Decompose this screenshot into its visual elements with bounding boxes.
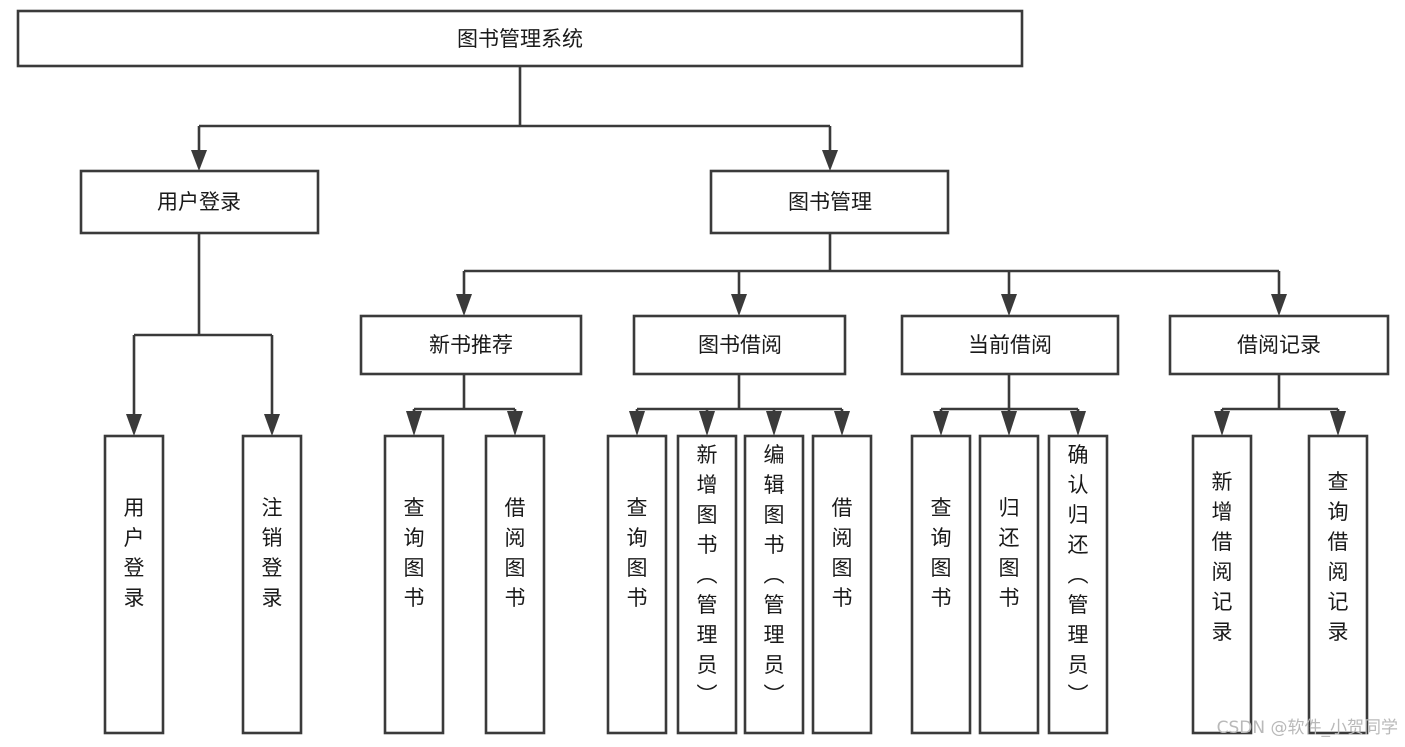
leaf-borrow-book-2-label: 借阅图书 <box>832 496 853 610</box>
arrow-to-leaf-edit-book <box>766 411 782 436</box>
csdn-watermark: CSDN @软件_小贺同学 <box>1217 718 1398 738</box>
node-borrow-record[interactable]: 借阅记录 <box>1168 314 1390 376</box>
arrow-to-leaf-confirm-return <box>1070 411 1086 436</box>
leaf-edit-book-box[interactable] <box>743 434 805 735</box>
leaf-add-record-label: 新增借阅记录 <box>1212 470 1233 644</box>
node-user-login[interactable]: 用户登录 <box>79 169 320 235</box>
node-book-management-label: 图书管理 <box>788 190 872 214</box>
arrow-to-leaf-borrow-book-1 <box>507 411 523 436</box>
node-root-label: 图书管理系统 <box>457 27 583 51</box>
arrow-to-leaf-user-login <box>126 414 142 436</box>
node-book-borrow-box[interactable] <box>632 314 847 376</box>
leaf-return-book-label: 归还图书 <box>999 496 1020 610</box>
leaf-node-add-record[interactable]: 新增借阅记录 <box>1191 434 1253 735</box>
arrow-to-leaf-query-book-1 <box>406 411 422 436</box>
node-borrow-record-label: 借阅记录 <box>1237 333 1321 357</box>
leaf-node-edit-book[interactable]: 编辑图书︵管理员︶ <box>743 434 805 735</box>
arrow-to-leaf-query-book-2 <box>629 411 645 436</box>
arrow-to-leaf-add-book <box>699 411 715 436</box>
node-book-borrow[interactable]: 图书借阅 <box>632 314 847 376</box>
leaf-return-book-box[interactable] <box>978 434 1040 735</box>
leaf-confirm-return-label: 确认归还︵管理员︶ <box>1068 443 1089 707</box>
node-new-book-recommend[interactable]: 新书推荐 <box>359 314 583 376</box>
leaf-logout-login-box[interactable] <box>241 434 303 735</box>
leaf-node-return-book[interactable]: 归还图书 <box>978 434 1040 735</box>
node-root-box[interactable] <box>16 9 1024 68</box>
arrow-to-leaf-return-book <box>1001 411 1017 436</box>
arrow-to-leaf-logout-login <box>264 414 280 436</box>
arrow-to-leaf-borrow-book-2 <box>834 411 850 436</box>
leaf-node-add-book[interactable]: 新增图书︵管理员︶ <box>676 434 738 735</box>
leaf-node-user-login[interactable]: 用户登录 <box>103 434 165 735</box>
leaf-node-query-book-3[interactable]: 查询图书 <box>910 434 972 735</box>
node-current-borrow-label: 当前借阅 <box>968 333 1052 357</box>
node-current-borrow[interactable]: 当前借阅 <box>900 314 1120 376</box>
leaf-borrow-book-2-box[interactable] <box>811 434 873 735</box>
leaf-query-book-1-box[interactable] <box>383 434 445 735</box>
leaf-user-login-label: 用户登录 <box>124 496 145 610</box>
node-user-login-box[interactable] <box>79 169 320 235</box>
arrow-to-book-management <box>822 150 838 171</box>
leaf-node-query-book-1[interactable]: 查询图书 <box>383 434 445 735</box>
leaf-confirm-return-box[interactable] <box>1047 434 1109 735</box>
leaf-query-book-2-label: 查询图书 <box>627 496 648 610</box>
leaf-query-record-box[interactable] <box>1307 434 1369 735</box>
leaf-query-book-3-label: 查询图书 <box>931 496 952 610</box>
leaf-query-record-label: 查询借阅记录 <box>1328 470 1349 644</box>
arrow-to-new-book-recommend <box>456 294 472 316</box>
node-book-borrow-label: 图书借阅 <box>698 333 782 357</box>
arrow-to-borrow-record <box>1271 294 1287 316</box>
arrow-to-book-borrow <box>731 294 747 316</box>
node-current-borrow-box[interactable] <box>900 314 1120 376</box>
leaf-node-borrow-book-1[interactable]: 借阅图书 <box>484 434 546 735</box>
arrow-to-leaf-query-record <box>1330 411 1346 436</box>
leaf-borrow-book-1-box[interactable] <box>484 434 546 735</box>
node-new-book-recommend-box[interactable] <box>359 314 583 376</box>
leaf-add-book-label: 新增图书︵管理员︶ <box>697 443 718 707</box>
leaf-borrow-book-1-label: 借阅图书 <box>505 496 526 610</box>
leaf-node-logout-login[interactable]: 注销登录 <box>241 434 303 735</box>
leaf-node-confirm-return[interactable]: 确认归还︵管理员︶ <box>1047 434 1109 735</box>
leaf-query-book-2-box[interactable] <box>606 434 668 735</box>
leaf-logout-login-label: 注销登录 <box>262 496 283 610</box>
node-book-management[interactable]: 图书管理 <box>709 169 950 235</box>
leaf-add-book-box[interactable] <box>676 434 738 735</box>
leaf-user-login-box[interactable] <box>103 434 165 735</box>
arrow-to-current-borrow <box>1001 294 1017 316</box>
node-user-login-label: 用户登录 <box>157 190 241 214</box>
leaf-node-query-record[interactable]: 查询借阅记录 <box>1307 434 1369 735</box>
arrow-to-leaf-query-book-3 <box>933 411 949 436</box>
node-root[interactable]: 图书管理系统 <box>16 9 1024 68</box>
arrow-to-leaf-add-record <box>1214 411 1230 436</box>
arrow-to-user-login <box>191 150 207 171</box>
node-book-management-box[interactable] <box>709 169 950 235</box>
leaf-query-book-3-box[interactable] <box>910 434 972 735</box>
leaf-node-borrow-book-2[interactable]: 借阅图书 <box>811 434 873 735</box>
leaf-query-book-1-label: 查询图书 <box>404 496 425 610</box>
node-borrow-record-box[interactable] <box>1168 314 1390 376</box>
connector-layer <box>126 66 1346 436</box>
node-new-book-recommend-label: 新书推荐 <box>429 333 513 357</box>
leaf-node-query-book-2[interactable]: 查询图书 <box>606 434 668 735</box>
leaf-edit-book-label: 编辑图书︵管理员︶ <box>764 443 785 707</box>
leaf-add-record-box[interactable] <box>1191 434 1253 735</box>
